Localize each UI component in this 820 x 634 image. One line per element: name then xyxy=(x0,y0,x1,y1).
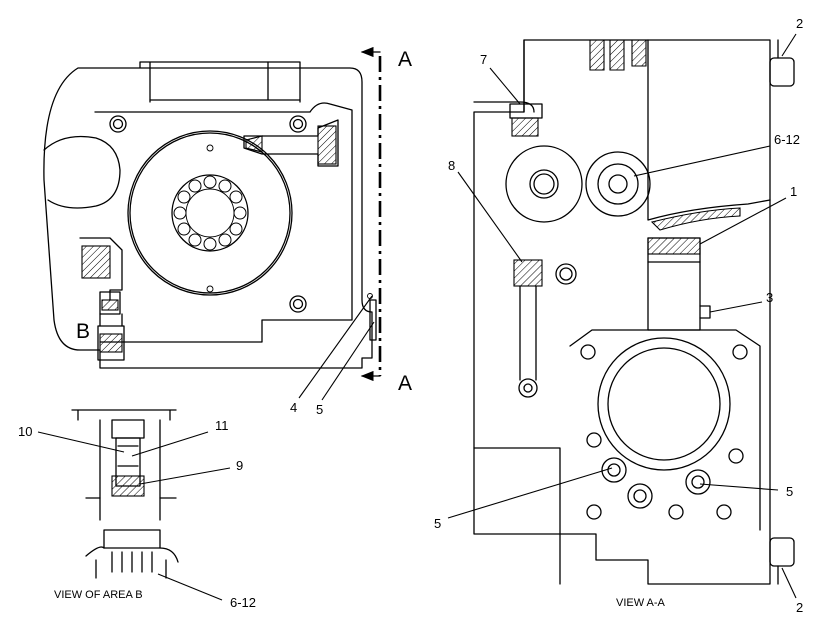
callout-4: 4 xyxy=(290,400,297,415)
spline-balls xyxy=(173,175,247,251)
caption-view-a-a: VIEW A-A xyxy=(616,597,666,609)
section-mark-a-bottom: A xyxy=(398,372,412,395)
callout-2-top: 2 xyxy=(796,16,803,31)
callout-1: 1 xyxy=(790,184,797,199)
view-a-a-leaders xyxy=(447,33,797,599)
caption-view-area-b: VIEW OF AREA B xyxy=(54,589,143,601)
view-a-a-labels: 7 8 6-12 1 3 5 5 2 2 VIEW A-A xyxy=(434,16,803,615)
main-view-leaders xyxy=(298,295,375,401)
callout-11: 11 xyxy=(215,418,229,433)
main-view xyxy=(43,46,382,382)
area-b-leaders xyxy=(37,431,231,601)
section-mark-b: B xyxy=(76,320,90,343)
area-b-labels: 10 11 9 6-12 VIEW OF AREA B xyxy=(18,418,256,610)
callout-7: 7 xyxy=(480,52,487,67)
view-a-a xyxy=(473,39,795,585)
callout-10: 10 xyxy=(18,424,32,439)
callout-5-main: 5 xyxy=(316,402,323,417)
callout-2-bottom: 2 xyxy=(796,600,803,615)
callout-6-12-bottom: 6-12 xyxy=(230,595,256,610)
area-b-view xyxy=(71,409,179,579)
callout-3: 3 xyxy=(766,290,773,305)
section-mark-a-top: A xyxy=(398,48,412,71)
callout-9: 9 xyxy=(236,458,243,473)
callout-6-12-top: 6-12 xyxy=(774,132,800,147)
callout-8: 8 xyxy=(448,158,455,173)
callout-5-view-a-left: 5 xyxy=(434,516,441,531)
callout-5-view-a-right: 5 xyxy=(786,484,793,499)
main-view-labels: A A B 4 5 xyxy=(76,48,412,417)
